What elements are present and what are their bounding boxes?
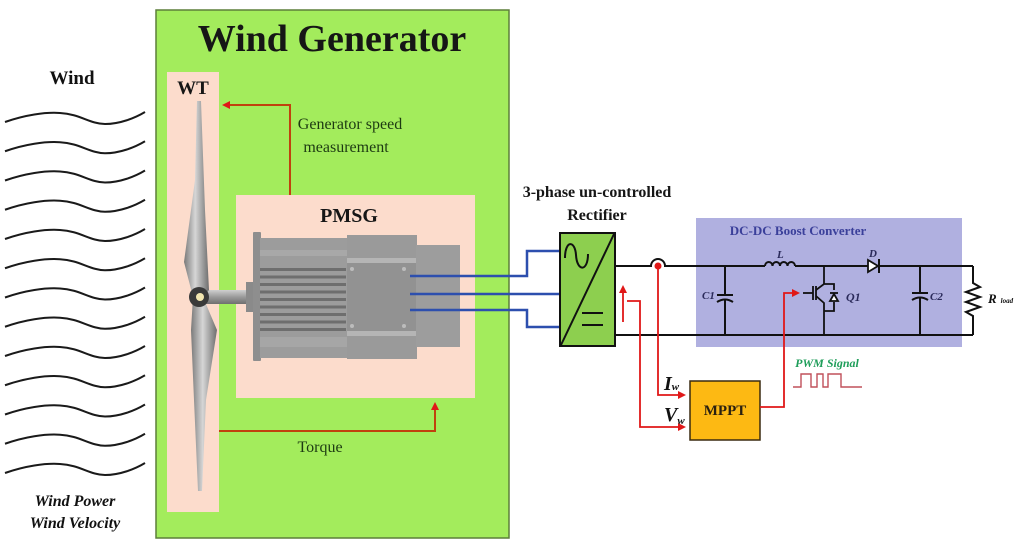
- mppt-block: [689, 380, 761, 441]
- pwm-waveform-icon: [793, 373, 862, 388]
- switch-label: Q1: [846, 290, 861, 304]
- vw-sub: w: [677, 415, 685, 427]
- capacitor-c2-label: C2: [930, 291, 943, 303]
- inductor-icon: [764, 260, 796, 267]
- wind-generator-title: Wind Generator: [198, 18, 467, 60]
- pmsg-label: PMSG: [320, 205, 378, 227]
- vw-main: V: [664, 404, 679, 426]
- pwm-gate-line: [760, 289, 800, 408]
- iw-sub: w: [672, 381, 680, 393]
- load-main: R: [987, 291, 997, 306]
- generator-motor-icon: [205, 232, 460, 361]
- wind-wave-line: [4, 140, 146, 155]
- diode-label: D: [868, 248, 877, 260]
- current-signal-line: [657, 269, 686, 399]
- rectifier-block: [559, 232, 616, 347]
- motor-fin: [260, 298, 346, 301]
- boost-converter-title: DC-DC Boost Converter: [730, 223, 867, 238]
- speed-feedback-line: [222, 101, 291, 195]
- wind-wave-line: [4, 257, 146, 272]
- wind-wave-line: [4, 286, 146, 301]
- boost-converter-panel: [696, 218, 962, 347]
- dc-bus: [615, 258, 973, 336]
- motor-fin: [260, 268, 346, 271]
- iw-main: I: [663, 373, 673, 395]
- speed-feedback-label-2: measurement: [303, 139, 389, 156]
- capacitor-c1-icon: [716, 266, 734, 335]
- voltage-input-label: Vw: [664, 404, 685, 427]
- wind-wave-line: [4, 374, 146, 389]
- wind-wave-line: [4, 403, 146, 418]
- capacitor-c2-icon: [911, 266, 929, 335]
- mppt-label: MPPT: [704, 403, 747, 419]
- rectifier-label: 3-phase un-controlled: [523, 184, 672, 201]
- speed-feedback-label: Generator speed: [298, 116, 402, 133]
- ac-sine-icon: [564, 243, 589, 269]
- wind-wave-line: [4, 315, 146, 330]
- inductor-label: L: [776, 249, 784, 261]
- motor-fin: [260, 290, 346, 294]
- capacitor-c1-label: C1: [702, 290, 715, 302]
- wind-label: Wind: [49, 68, 95, 89]
- motor-fin: [260, 320, 346, 324]
- torque-line: [219, 402, 439, 432]
- wind-wave-line: [4, 345, 146, 360]
- turbine-blade-icon: [184, 101, 217, 491]
- motor-fin: [260, 305, 346, 309]
- current-input-label: Iw: [663, 373, 680, 395]
- load-resistor-icon: [963, 266, 983, 335]
- wind-turbine-label: WT: [177, 78, 209, 99]
- voltage-signal-line: [627, 300, 686, 431]
- wind-wave-line: [4, 228, 146, 243]
- motor-fin: [260, 328, 346, 331]
- diode-icon: [867, 258, 880, 274]
- load-sub: load: [1001, 297, 1014, 305]
- igbt-switch-icon: [803, 266, 840, 335]
- pwm-label: PWM Signal: [795, 356, 859, 370]
- wind-wave-line: [4, 169, 146, 184]
- motor-fin: [260, 283, 346, 286]
- wind-caption-velocity: Wind Velocity: [30, 515, 121, 532]
- wind-wave-line: [4, 462, 146, 477]
- torque-label: Torque: [297, 439, 342, 456]
- wind-wave-line: [4, 111, 146, 126]
- motor-fin: [260, 313, 346, 316]
- three-phase-wires: [410, 249, 561, 329]
- wind-wave-line: [4, 432, 146, 447]
- wind-waves: [4, 111, 146, 477]
- current-sensor-point: [654, 262, 662, 270]
- rectifier-label-2: Rectifier: [567, 207, 627, 224]
- wind-wave-line: [4, 198, 146, 213]
- motor-fin: [260, 275, 346, 279]
- wind-caption-power: Wind Power: [35, 493, 117, 510]
